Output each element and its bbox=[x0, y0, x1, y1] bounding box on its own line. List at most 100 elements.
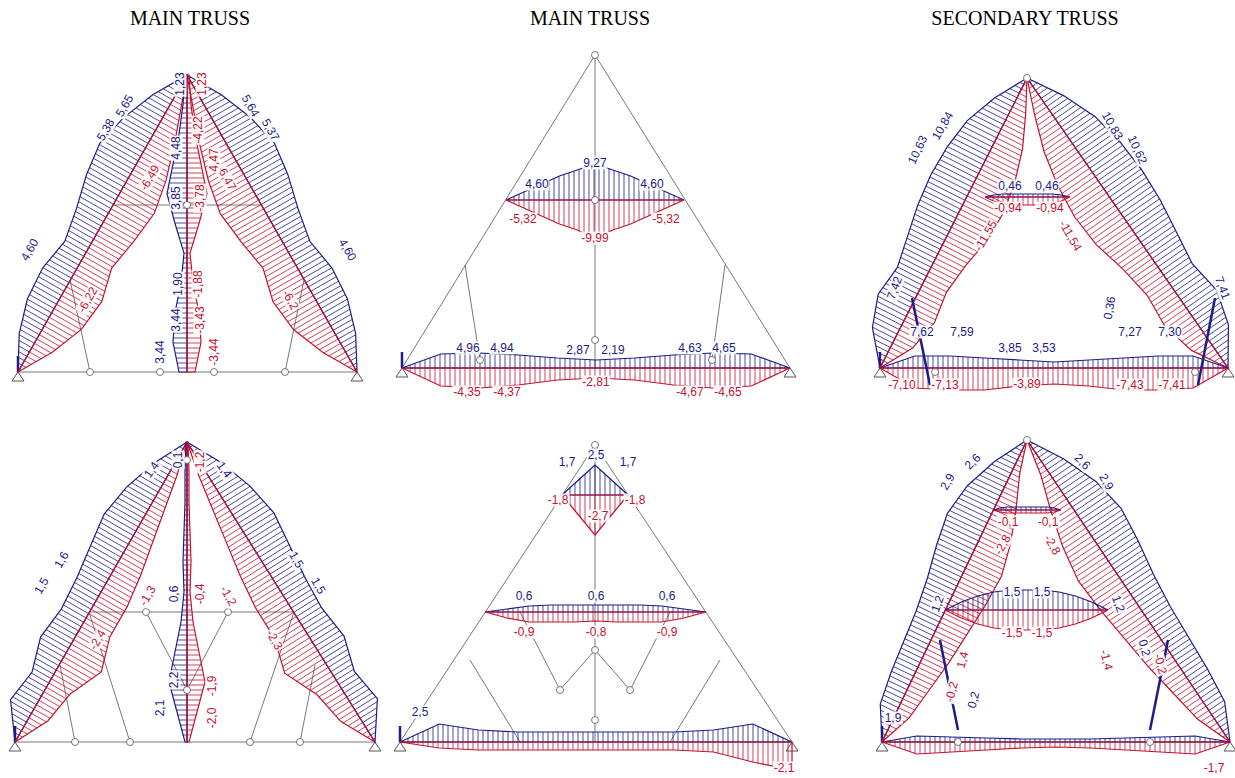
hatch-line bbox=[339, 356, 348, 361]
hatch-line bbox=[433, 727, 434, 742]
hatch-line bbox=[254, 172, 287, 191]
hatch-line bbox=[1043, 131, 1064, 146]
hatch-line bbox=[753, 742, 754, 762]
hatch-line bbox=[1223, 358, 1228, 361]
hatch-line bbox=[299, 607, 321, 621]
hatch-line bbox=[1047, 95, 1063, 106]
hatch-line bbox=[307, 619, 330, 634]
hatch-line bbox=[423, 731, 424, 742]
hatch-line bbox=[635, 368, 636, 380]
hatch-line bbox=[53, 256, 77, 269]
hatch-line bbox=[1087, 141, 1120, 164]
hatch-line bbox=[181, 118, 187, 119]
hatch-line bbox=[1156, 617, 1177, 631]
hatch-line bbox=[543, 612, 544, 622]
hatch-line bbox=[634, 178, 635, 200]
hatch-line bbox=[683, 732, 684, 742]
hatch-line bbox=[548, 732, 549, 742]
hinge-symbol bbox=[143, 609, 150, 616]
hatch-line bbox=[1003, 368, 1004, 388]
hatch-line bbox=[765, 368, 766, 380]
hatch-line bbox=[978, 112, 1003, 125]
hatch-line bbox=[705, 368, 706, 387]
force-diagram bbox=[400, 742, 792, 770]
hatch-line bbox=[349, 365, 353, 367]
hatch-line bbox=[1090, 145, 1123, 168]
hatch-line bbox=[658, 732, 659, 742]
hatch-line bbox=[187, 645, 198, 646]
hatch-line bbox=[344, 681, 362, 693]
hatch-line bbox=[182, 610, 187, 611]
hatch-line bbox=[249, 163, 283, 183]
hatch-line bbox=[75, 211, 101, 226]
hatch-line bbox=[700, 354, 701, 368]
hatch-line bbox=[168, 475, 175, 479]
hatch-line bbox=[187, 108, 191, 109]
hatch-line bbox=[563, 732, 564, 742]
hatch-line bbox=[758, 726, 759, 742]
hatch-line bbox=[1155, 244, 1182, 263]
hatch-line bbox=[1073, 361, 1074, 368]
hatch-line bbox=[430, 358, 431, 368]
hatch-line bbox=[175, 650, 187, 651]
hatch-line bbox=[181, 123, 187, 124]
hatch-line bbox=[307, 326, 331, 340]
hatch-line bbox=[745, 354, 746, 368]
hatch-line bbox=[635, 358, 636, 368]
hatch-line bbox=[1103, 368, 1104, 388]
hatch-line bbox=[42, 330, 64, 343]
hatch-line bbox=[331, 659, 351, 671]
hatch-line bbox=[695, 368, 696, 387]
hatch-line bbox=[99, 144, 135, 165]
hatch-line bbox=[1070, 120, 1099, 140]
hatch-line bbox=[44, 326, 68, 340]
hatch-line bbox=[520, 368, 521, 385]
hatch-line bbox=[564, 200, 565, 226]
hatch-line bbox=[1223, 728, 1228, 732]
hatch-line bbox=[1058, 471, 1081, 486]
hatch-line bbox=[1080, 201, 1112, 224]
hatch-line bbox=[350, 689, 370, 701]
hatch-line bbox=[43, 268, 69, 283]
hatch-line bbox=[898, 362, 899, 368]
hatch-line bbox=[25, 681, 44, 692]
hatch-line bbox=[533, 742, 534, 750]
hatch-line bbox=[1178, 652, 1197, 665]
hatch-line bbox=[24, 314, 44, 326]
hatch-line bbox=[187, 685, 204, 686]
hatch-line bbox=[241, 509, 271, 528]
hatch-line bbox=[169, 183, 187, 184]
hatch-line bbox=[718, 729, 719, 742]
hatch-line bbox=[40, 638, 66, 653]
hatch-line bbox=[1072, 123, 1101, 143]
hatch-line bbox=[650, 368, 651, 382]
hatch-line bbox=[288, 240, 309, 252]
hatch-line bbox=[1139, 591, 1162, 607]
hatch-line bbox=[613, 612, 614, 622]
hatch-line bbox=[929, 573, 957, 586]
hatch-line bbox=[1189, 337, 1206, 349]
hatch-line bbox=[1053, 156, 1081, 175]
hatch-line bbox=[1117, 555, 1145, 574]
hatch-line bbox=[508, 612, 509, 618]
hatch-line bbox=[1033, 197, 1034, 205]
hatch-line bbox=[982, 108, 1005, 120]
hatch-line bbox=[730, 368, 731, 387]
hatch-line bbox=[1189, 669, 1207, 681]
hatch-line bbox=[1103, 359, 1104, 368]
hatch-line bbox=[16, 693, 37, 705]
hatch-line bbox=[963, 368, 964, 390]
hatch-line bbox=[72, 587, 96, 601]
hatch-line bbox=[523, 607, 524, 612]
reaction-line bbox=[399, 726, 402, 742]
hatch-line bbox=[170, 178, 187, 179]
hatch-line bbox=[575, 359, 576, 368]
hatch-line bbox=[91, 163, 125, 183]
hatch-line bbox=[1084, 138, 1116, 160]
hatch-line bbox=[603, 612, 604, 621]
hatch-line bbox=[609, 200, 610, 232]
hatch-line bbox=[1033, 361, 1034, 368]
hatch-line bbox=[46, 264, 71, 278]
hatch-line bbox=[703, 731, 704, 742]
